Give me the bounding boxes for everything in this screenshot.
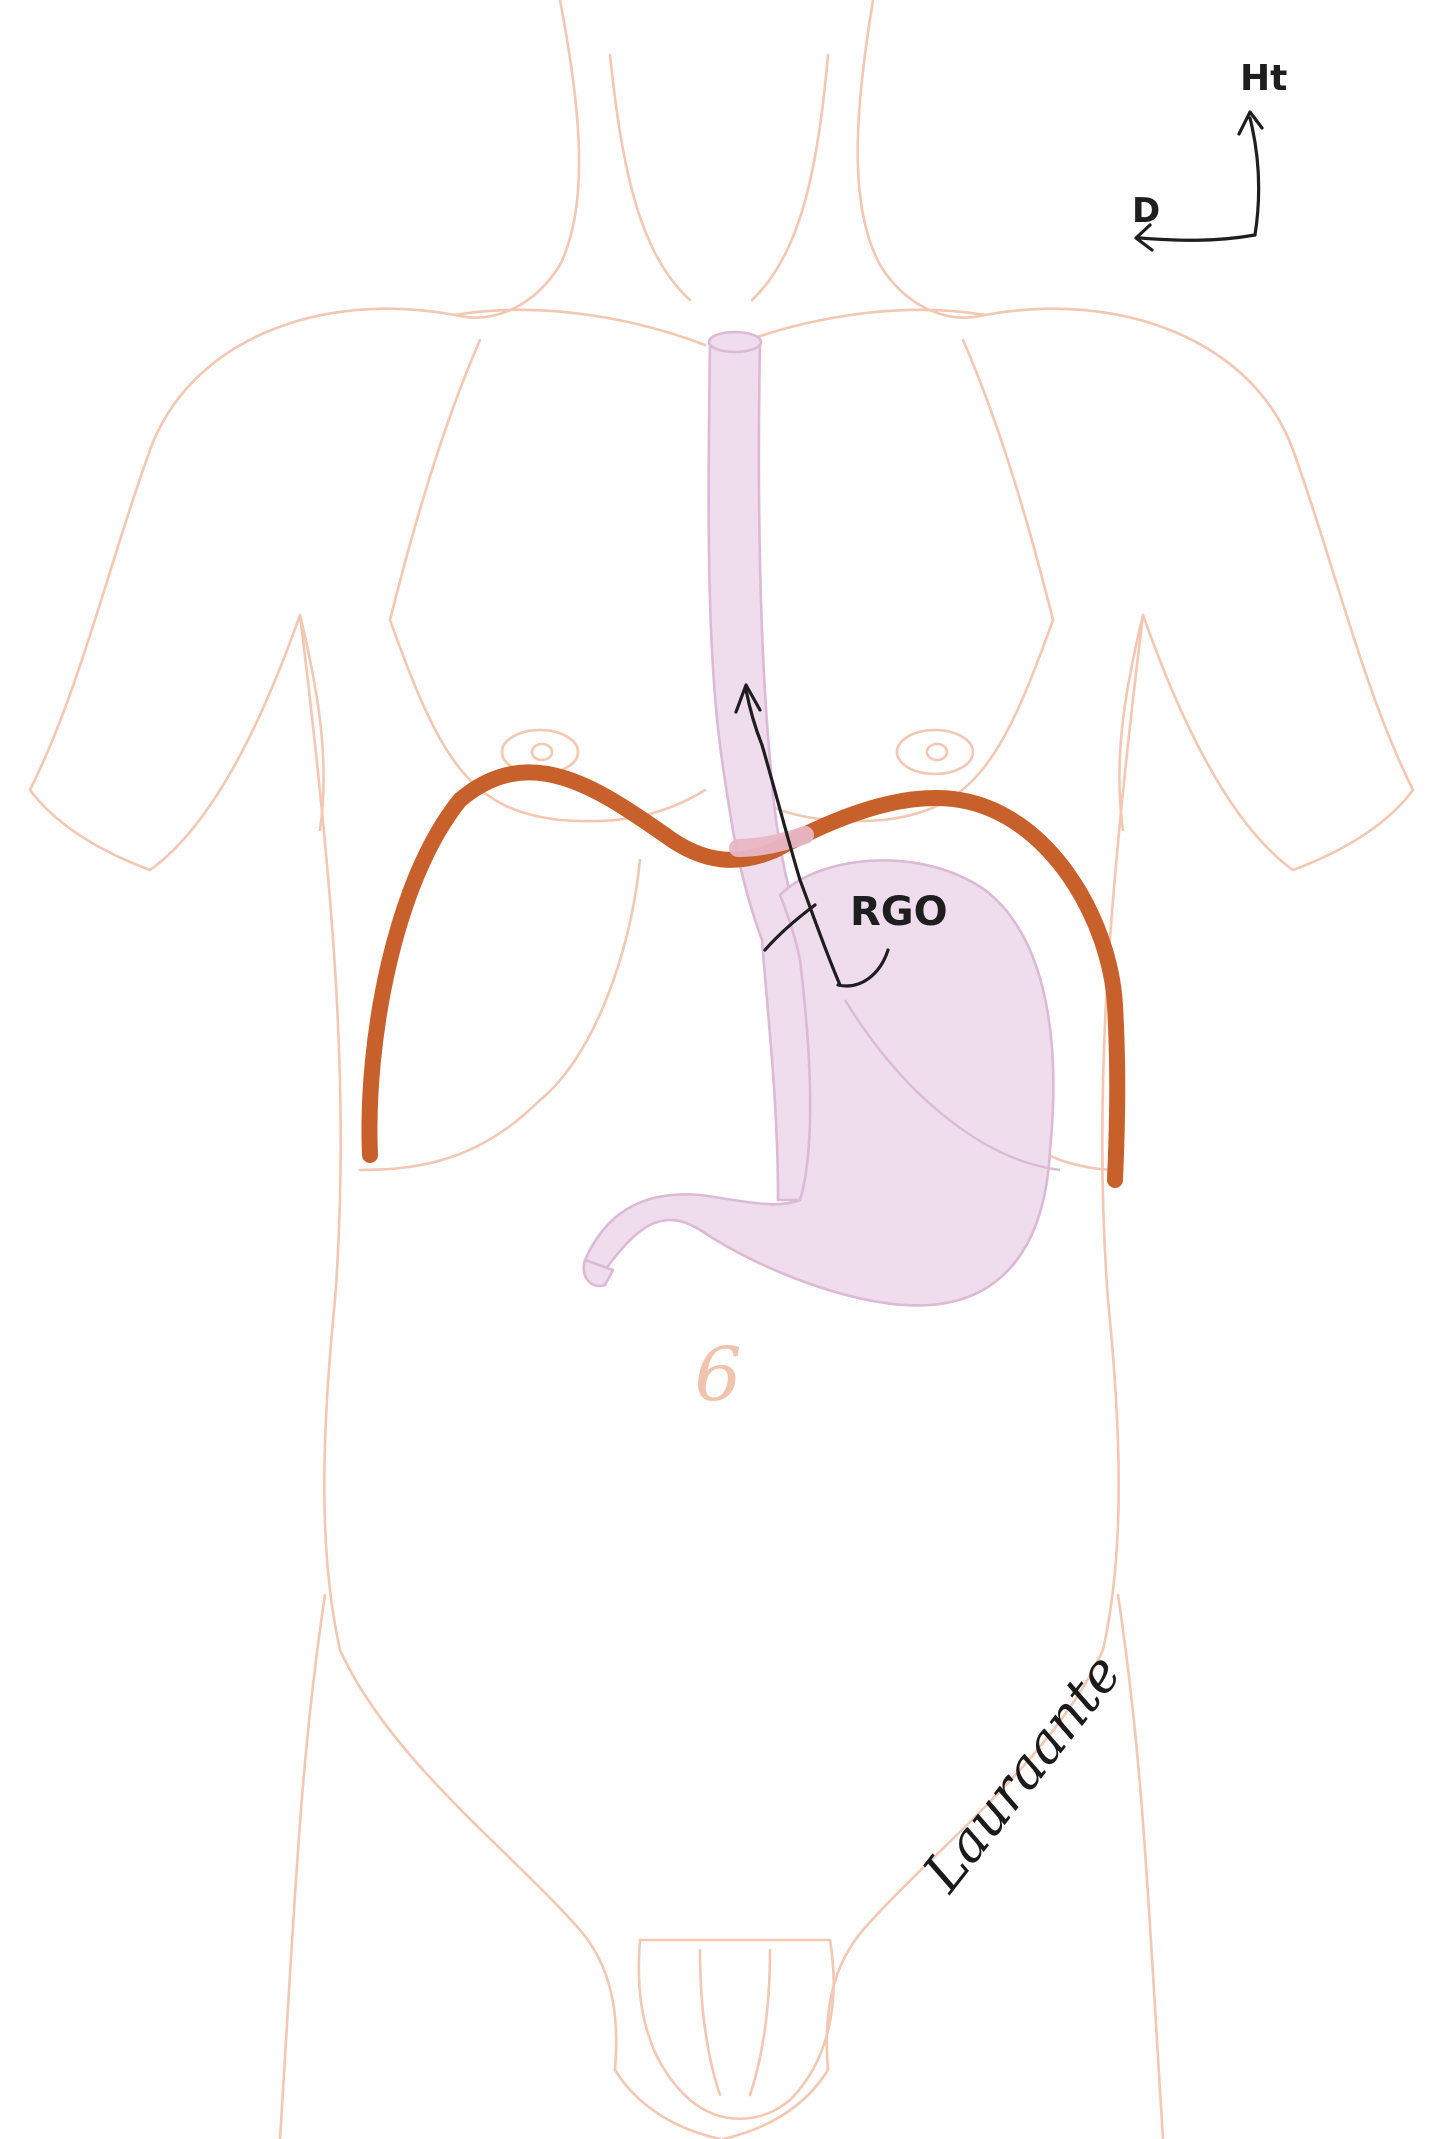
orientation-arrows-icon: Ht D (1132, 58, 1287, 250)
orientation-side-label: D (1132, 191, 1160, 231)
left-shoulder (30, 309, 455, 870)
shoulder-crease-right (963, 340, 1053, 620)
esophagus-opening (709, 332, 761, 352)
neck-right-line (858, 0, 985, 318)
reflux-label: RGO (850, 889, 948, 935)
orientation-arrow-left (1140, 235, 1255, 240)
orientation-arrow-up (1250, 118, 1259, 235)
orientation-up-label: Ht (1240, 58, 1287, 99)
body-outline (30, 0, 1413, 2139)
signature: Lauraante (910, 1642, 1134, 1903)
inner-thigh-right (723, 2070, 828, 2139)
genitals (639, 1940, 834, 2119)
right-shoulder (985, 309, 1413, 870)
neck-inner-left (610, 55, 690, 300)
neck-inner-right (752, 55, 828, 300)
inner-thigh-left (615, 2070, 720, 2139)
esophagus (709, 342, 820, 1200)
trunk-left-side (300, 615, 341, 1650)
nipple-left-inner (532, 744, 552, 760)
nipple-right (897, 730, 973, 774)
genitals-center (700, 1950, 720, 2095)
level-number: 6 (694, 1332, 741, 1418)
groin-left (340, 1650, 616, 2070)
pectoral-right (738, 620, 1053, 821)
nipple-right-inner (927, 744, 947, 760)
stomach (585, 860, 1053, 1305)
genitals-center-2 (750, 1950, 770, 2095)
shoulder-crease-left (390, 340, 480, 620)
pectoral-left (390, 620, 705, 821)
neck-left-line (455, 0, 579, 318)
thigh-left (280, 1595, 325, 2139)
